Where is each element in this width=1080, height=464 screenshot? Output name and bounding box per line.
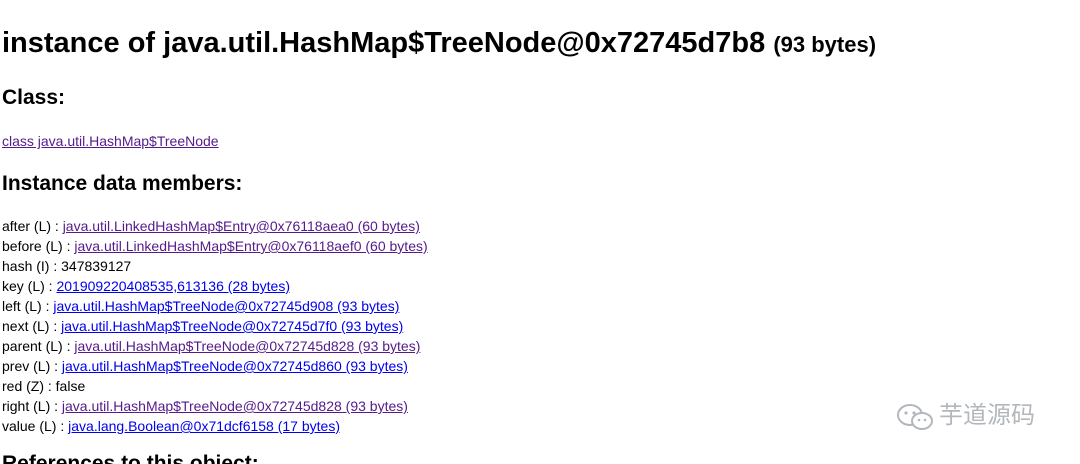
watermark-text: 芋道源码 (939, 401, 1035, 429)
watermark: 芋道源码 (895, 396, 1055, 436)
member-row: key (L) : 201909220408535,613136 (28 byt… (2, 276, 428, 296)
member-label: value (L) : (2, 418, 69, 434)
members-heading: Instance data members: (2, 172, 243, 195)
member-row: right (L) : java.util.HashMap$TreeNode@0… (2, 396, 428, 416)
member-link[interactable]: java.util.HashMap$TreeNode@0x72745d828 (… (61, 398, 408, 414)
member-row: value (L) : java.lang.Boolean@0x71dcf615… (2, 416, 428, 436)
wechat-icon (897, 404, 933, 430)
members-list: after (L) : java.util.LinkedHashMap$Entr… (2, 216, 428, 436)
member-row: before (L) : java.util.LinkedHashMap$Ent… (2, 236, 428, 256)
member-link[interactable]: java.lang.Boolean@0x71dcf6158 (17 bytes) (68, 418, 340, 434)
member-label: parent (L) : (2, 338, 75, 354)
member-row: red (Z) : false (2, 376, 428, 396)
member-link[interactable]: java.util.LinkedHashMap$Entry@0x76118aea… (62, 218, 420, 234)
member-label: before (L) : (2, 238, 75, 254)
member-label: after (L) : (2, 218, 63, 234)
member-row: next (L) : java.util.HashMap$TreeNode@0x… (2, 316, 428, 336)
member-link[interactable]: java.util.HashMap$TreeNode@0x72745d828 (… (74, 338, 421, 354)
member-row: parent (L) : java.util.HashMap$TreeNode@… (2, 336, 428, 356)
member-label: right (L) : (2, 398, 62, 414)
class-link-container: class java.util.HashMap$TreeNode (2, 131, 219, 151)
member-row: hash (I) : 347839127 (2, 256, 428, 276)
member-row: after (L) : java.util.LinkedHashMap$Entr… (2, 216, 428, 236)
member-link[interactable]: java.util.HashMap$TreeNode@0x72745d7f0 (… (61, 318, 404, 334)
member-row: left (L) : java.util.HashMap$TreeNode@0x… (2, 296, 428, 316)
class-heading: Class: (2, 86, 66, 109)
page-title-size: (93 bytes) (773, 32, 877, 57)
member-link[interactable]: 201909220408535,613136 (28 bytes) (56, 278, 291, 294)
member-label: prev (L) : (2, 358, 62, 374)
member-label: hash (I) : 347839127 (2, 258, 132, 274)
class-link[interactable]: class java.util.HashMap$TreeNode (2, 133, 219, 149)
page-title-main: instance of java.util.HashMap$TreeNode@0… (2, 27, 766, 59)
references-heading: References to this object: (2, 452, 259, 464)
member-label: key (L) : (2, 278, 57, 294)
member-label: left (L) : (2, 298, 54, 314)
member-link[interactable]: java.util.HashMap$TreeNode@0x72745d908 (… (53, 298, 400, 314)
member-label: next (L) : (2, 318, 62, 334)
page-title: instance of java.util.HashMap$TreeNode@0… (2, 23, 876, 65)
member-link[interactable]: java.util.LinkedHashMap$Entry@0x76118aef… (74, 238, 428, 254)
member-row: prev (L) : java.util.HashMap$TreeNode@0x… (2, 356, 428, 376)
member-label: red (Z) : false (2, 378, 86, 394)
member-link[interactable]: java.util.HashMap$TreeNode@0x72745d860 (… (61, 358, 408, 374)
